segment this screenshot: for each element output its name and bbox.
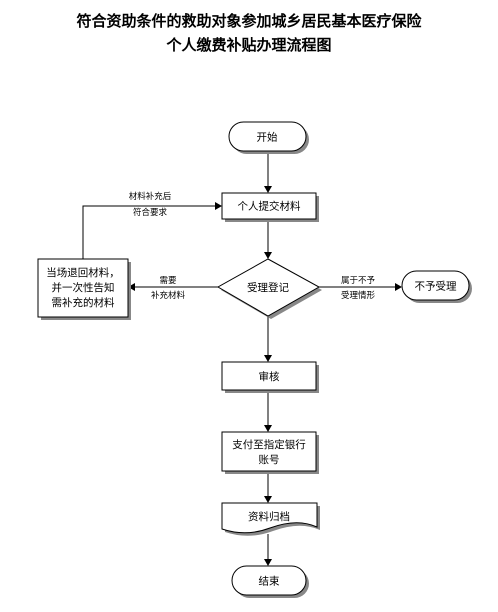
connectors [82, 151, 402, 566]
node-pay-label-1: 支付至指定银行 [232, 438, 306, 451]
node-pay: 支付至指定银行 账号 [221, 431, 319, 474]
node-start-label: 开始 [257, 131, 278, 144]
arrow-head [395, 283, 402, 291]
node-end: 结束 [231, 565, 309, 598]
label-reject-1: 属于不予 [341, 276, 376, 286]
node-return-label-2: 并一次性告知 [52, 281, 115, 294]
arrow-head [264, 252, 272, 259]
node-review-label: 审核 [259, 370, 280, 383]
node-review: 审核 [221, 361, 319, 393]
node-end-label: 结束 [259, 575, 280, 588]
label-resupply-2: 符合要求 [133, 207, 168, 218]
node-pay-label-2: 账号 [259, 454, 280, 466]
page-title: 符合资助条件的救助对象参加城乡居民基本医疗保险 [76, 12, 422, 30]
page-subtitle: 个人缴费补贴办理流程图 [166, 36, 332, 54]
arrow-head [264, 355, 272, 362]
arrow-head [264, 496, 272, 503]
label-need-2: 补充材料 [151, 290, 186, 301]
node-reject-label: 不予受理 [415, 281, 457, 293]
node-submit-label: 个人提交材料 [238, 200, 301, 213]
node-register: 受理登记 [216, 258, 322, 319]
node-return-label-3: 需补充的材料 [52, 296, 115, 309]
node-reject: 不予受理 [401, 270, 472, 303]
node-archive: 资料归档 [221, 502, 320, 536]
arrow-head [264, 425, 272, 432]
arrow-head [264, 186, 272, 193]
arrow-head [264, 559, 272, 566]
node-archive-label: 资料归档 [248, 510, 290, 523]
arrow-head [215, 202, 222, 210]
node-start: 开始 [228, 121, 309, 154]
label-need-1: 需要 [159, 276, 177, 286]
node-return-label-1: 当场退回材料， [46, 266, 120, 279]
edge-return-submit [82, 205, 215, 259]
arrow-head [128, 283, 135, 291]
label-resupply-1: 材料补充后 [129, 191, 172, 202]
node-register-label: 受理登记 [247, 281, 289, 294]
node-submit: 个人提交材料 [221, 192, 319, 222]
edge-labels: 材料补充后 符合要求 需要 补充材料 属于不予 受理情形 [129, 191, 376, 301]
node-return: 当场退回材料， 并一次性告知 需补充的材料 [37, 258, 131, 320]
label-reject-2: 受理情形 [341, 290, 376, 301]
